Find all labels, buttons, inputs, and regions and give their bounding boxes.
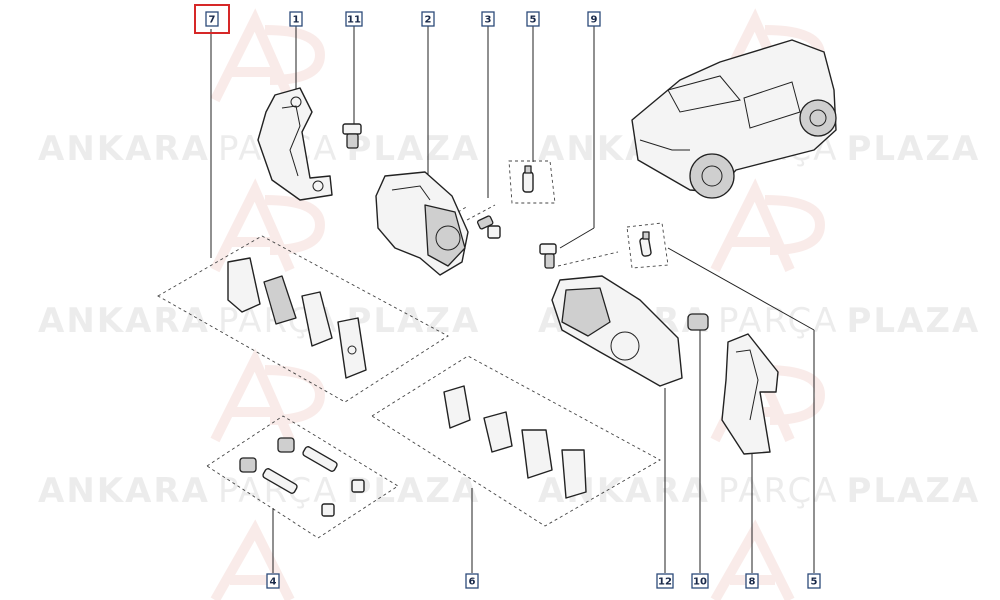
callout-number: 10: [693, 577, 707, 588]
brake-pad-set: [227, 257, 367, 379]
callout-box: [745, 573, 759, 589]
leader-lines: [210, 25, 815, 573]
callout-number: 4: [270, 577, 277, 588]
callout-10: 10: [691, 573, 709, 589]
highlight-frame: [194, 4, 230, 34]
carrier-bolt: [342, 123, 362, 149]
callout-box: [421, 11, 435, 27]
callout-number: 1: [293, 15, 300, 26]
callout-9: 9: [587, 11, 601, 27]
guide-bushing: [687, 313, 709, 331]
callout-number: 3: [485, 15, 492, 26]
guide-pin-kit: [239, 437, 365, 517]
callout-box: [465, 573, 479, 589]
callout-box: [807, 573, 821, 589]
callout-7: 7: [194, 4, 230, 34]
bleed-screw: [639, 231, 652, 257]
fitting-kit: [443, 385, 587, 499]
callout-box: [526, 11, 540, 27]
callout-box: [266, 573, 280, 589]
callout-1: 1: [289, 11, 303, 27]
callout-12: 12: [656, 573, 674, 589]
callout-number: 5: [811, 577, 818, 588]
callout-box: [481, 11, 495, 27]
fitting-kit-group-outline: [371, 355, 661, 527]
guide-arrow: [466, 204, 496, 221]
callout-6: 6: [465, 573, 479, 589]
guide-arrow: [457, 205, 469, 213]
callout-5: 5: [526, 11, 540, 27]
group-outlines: [157, 160, 669, 539]
guide-arrow: [557, 251, 619, 267]
vehicle-illustration: [631, 39, 837, 199]
callout-number: 11: [347, 15, 361, 26]
bleed-screw-group-outline: [626, 222, 669, 269]
callout-5: 5: [807, 573, 821, 589]
guide-pin-kit-group-outline: [206, 415, 399, 539]
callout-number: 9: [591, 15, 598, 26]
caliper-bolt-front: [476, 215, 501, 239]
callout-8: 8: [745, 573, 759, 589]
callout-number: 2: [425, 15, 432, 26]
callout-3: 3: [481, 11, 495, 27]
brake-caliper-rear: [551, 275, 683, 387]
callout-4: 4: [266, 573, 280, 589]
callout-number: 12: [658, 577, 672, 588]
callout-box: [205, 11, 219, 27]
callout-number: 7: [209, 15, 216, 26]
pad-set-group-outline: [157, 235, 449, 403]
caliper-carrier-front: [257, 87, 333, 201]
callout-number: 8: [749, 577, 756, 588]
bleed-screw: [522, 165, 534, 193]
callout-2: 2: [421, 11, 435, 27]
callout-box: [289, 11, 303, 27]
caliper-bolt-rear: [539, 243, 557, 269]
callout-number: 6: [469, 577, 476, 588]
callout-box: [345, 11, 363, 27]
brake-caliper-front: [375, 171, 469, 276]
caliper-carrier-rear: [721, 333, 779, 455]
callout-11: 11: [345, 11, 363, 27]
bleed-screw-group-outline: [508, 160, 556, 204]
callout-box: [691, 573, 709, 589]
callout-box: [587, 11, 601, 27]
callout-number: 5: [530, 15, 537, 26]
callout-box: [656, 573, 674, 589]
